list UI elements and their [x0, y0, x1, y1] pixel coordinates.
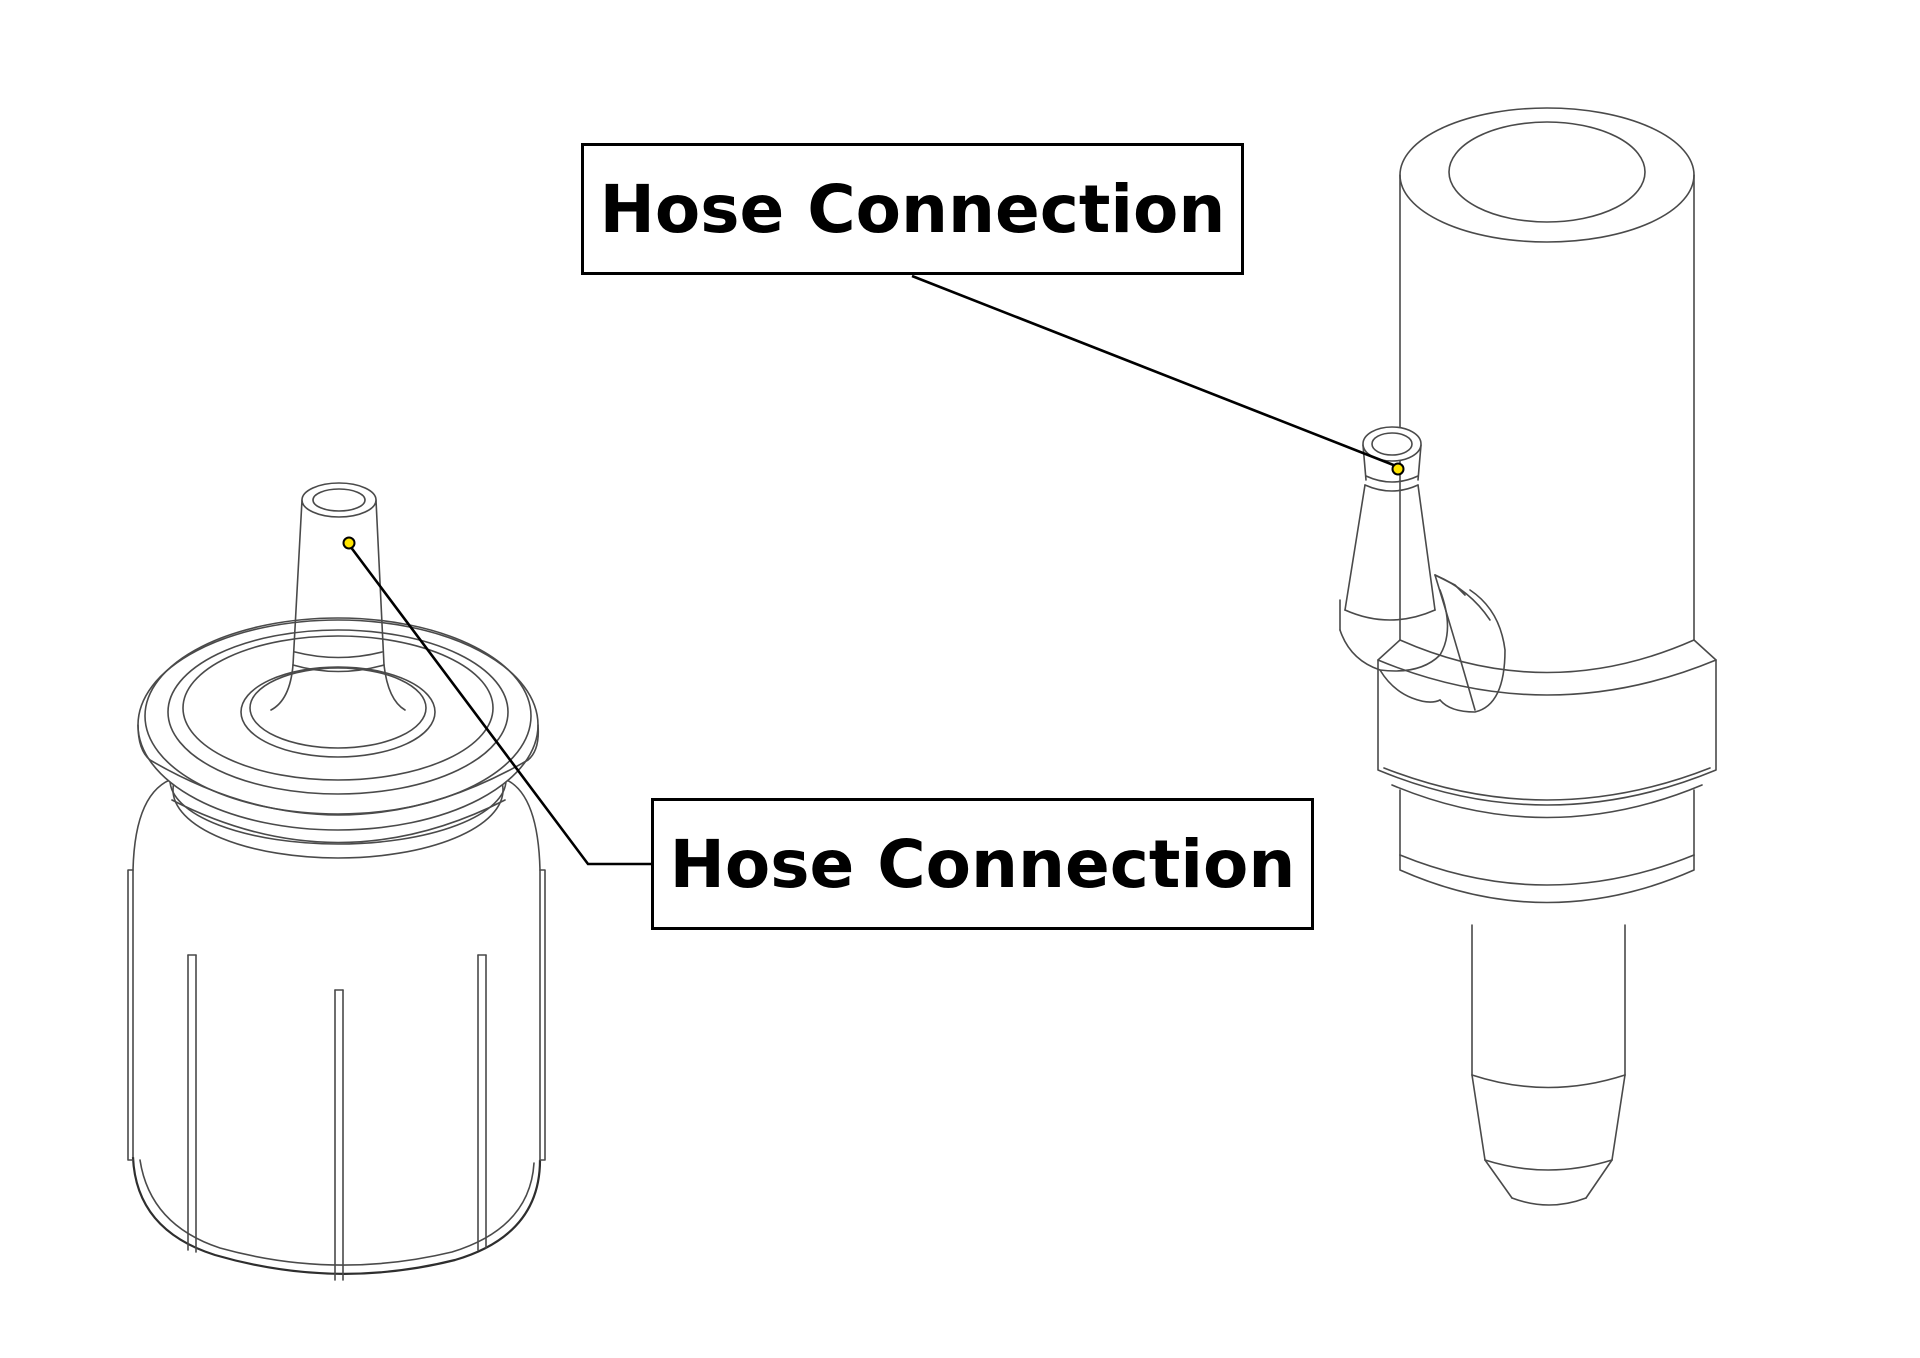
- marker-dot-left: [342, 536, 356, 550]
- callout-label-hose-connection-right: Hose Connection: [581, 143, 1244, 275]
- leader-line-right: [911, 274, 1405, 476]
- callout-label-hose-connection-left: Hose Connection: [651, 798, 1314, 930]
- leader-line-left: [342, 536, 651, 866]
- marker-dot-right: [1391, 462, 1405, 476]
- left-adapter-part: [127, 482, 546, 1281]
- right-cylinder-part: [1339, 107, 1717, 1206]
